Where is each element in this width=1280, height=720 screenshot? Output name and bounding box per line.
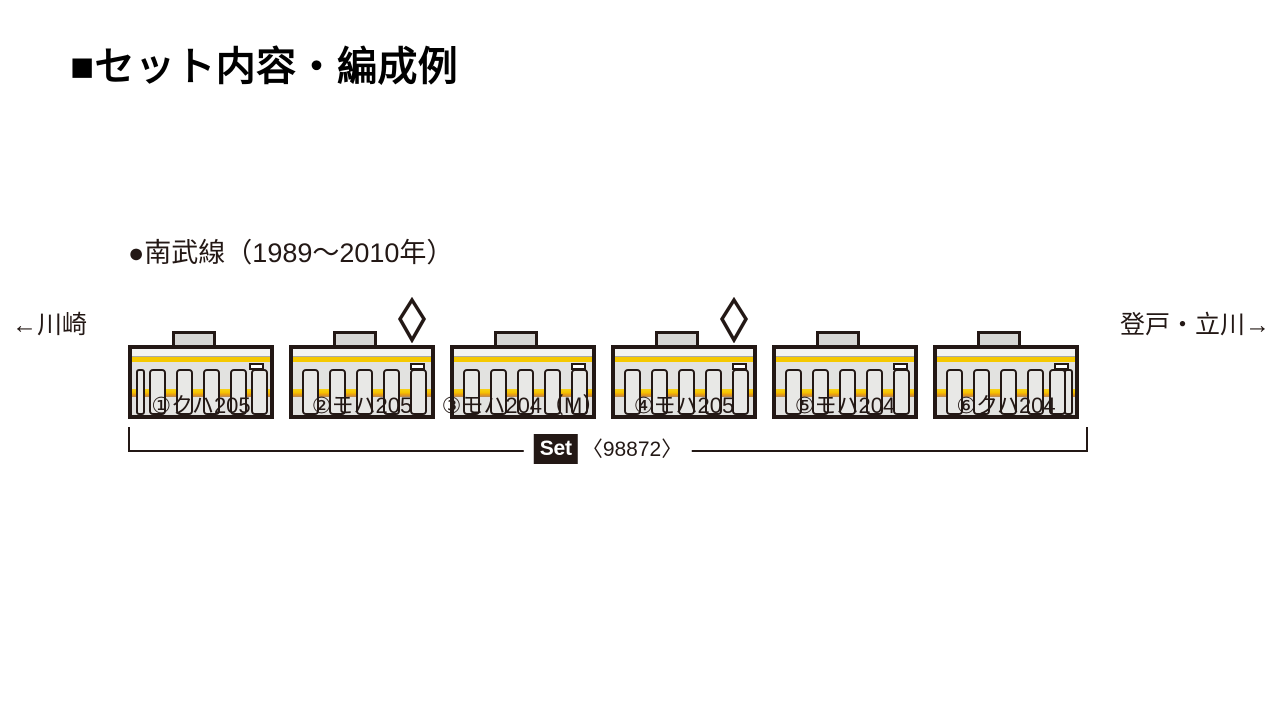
set-product-code: 〈98872〉 [581,437,683,461]
car-label-3: ③モハ204（M） [441,393,605,418]
roof-aircon-box [494,331,538,345]
train-car-6 [933,331,1079,419]
car-window [893,369,910,415]
upper-yellow-stripe [454,357,592,362]
direction-label-right: 登戸・立川→ [1119,311,1270,339]
train-car-4 [611,297,757,419]
car-label-1: ①クハ205 [151,393,251,418]
upper-yellow-stripe [937,357,1075,362]
car-body [128,345,274,419]
car-window [732,369,749,415]
roof-aircon-box [977,331,1021,345]
car-body [772,345,918,419]
set-tag: Set 〈98872〉 [523,434,693,464]
bracket-tick-right [1086,427,1088,452]
car-window [705,369,722,415]
car-window [302,369,319,415]
car-window [946,369,963,415]
roof-aircon-box [333,331,377,345]
car-window [651,369,668,415]
car-window [571,369,588,415]
upper-yellow-stripe [293,357,431,362]
car-body [933,345,1079,419]
car-window [356,369,373,415]
train-car-3 [450,331,596,419]
cab-window [136,369,145,415]
car-window [251,369,268,415]
pantograph-icon [719,297,749,343]
bracket-tick-left [128,427,130,452]
roof-band [615,349,753,357]
set-chip-label: Set [533,434,578,464]
car-window [149,369,166,415]
upper-yellow-stripe [132,357,270,362]
car-window [230,369,247,415]
train-car-5 [772,331,918,419]
car-window [1027,369,1044,415]
roof-band [132,349,270,357]
roof-aircon-box [816,331,860,345]
set-bracket: Set 〈98872〉 [128,424,1088,464]
car-label-row: ①クハ205 ②モハ205 ③モハ204（M） ④モハ205 ⑤モハ204 ⑥クハ204 [128,395,1088,423]
roof-band [937,349,1075,357]
car-window [544,369,561,415]
car-window [410,369,427,415]
car-window [866,369,883,415]
car-label-4: ④モハ205 [633,393,735,418]
car-window [1000,369,1017,415]
waistline-stripe [132,389,270,397]
cab-window [1064,369,1073,415]
roof-band [293,349,431,357]
car-window [383,369,400,415]
car-window [329,369,346,415]
car-window [678,369,695,415]
car-body [450,345,596,419]
upper-yellow-stripe [615,357,753,362]
roof-aircon-box [655,331,699,345]
car-window [785,369,802,415]
car-window [490,369,507,415]
car-body [289,345,435,419]
car-window [203,369,220,415]
train-car-1 [128,331,274,419]
car-window [839,369,856,415]
car-window [812,369,829,415]
roof-aircon-box [172,331,216,345]
train-car-2 [289,297,435,419]
car-label-5: ⑤モハ204 [794,393,896,418]
car-label-6: ⑥クハ204 [956,393,1056,418]
line-heading: ●南武線（1989〜2010年） [128,238,454,268]
upper-yellow-stripe [776,357,914,362]
page-title: ■セット内容・編成例 [70,45,459,89]
car-body [611,345,757,419]
direction-label-left: ←川崎 [12,311,88,339]
car-window [463,369,480,415]
roof-band [776,349,914,357]
car-window [973,369,990,415]
car-window [176,369,193,415]
pantograph-icon [397,297,427,343]
roof-band [454,349,592,357]
train-formation [128,285,1088,435]
car-window [517,369,534,415]
car-window [624,369,641,415]
car-label-2: ②モハ205 [311,393,413,418]
